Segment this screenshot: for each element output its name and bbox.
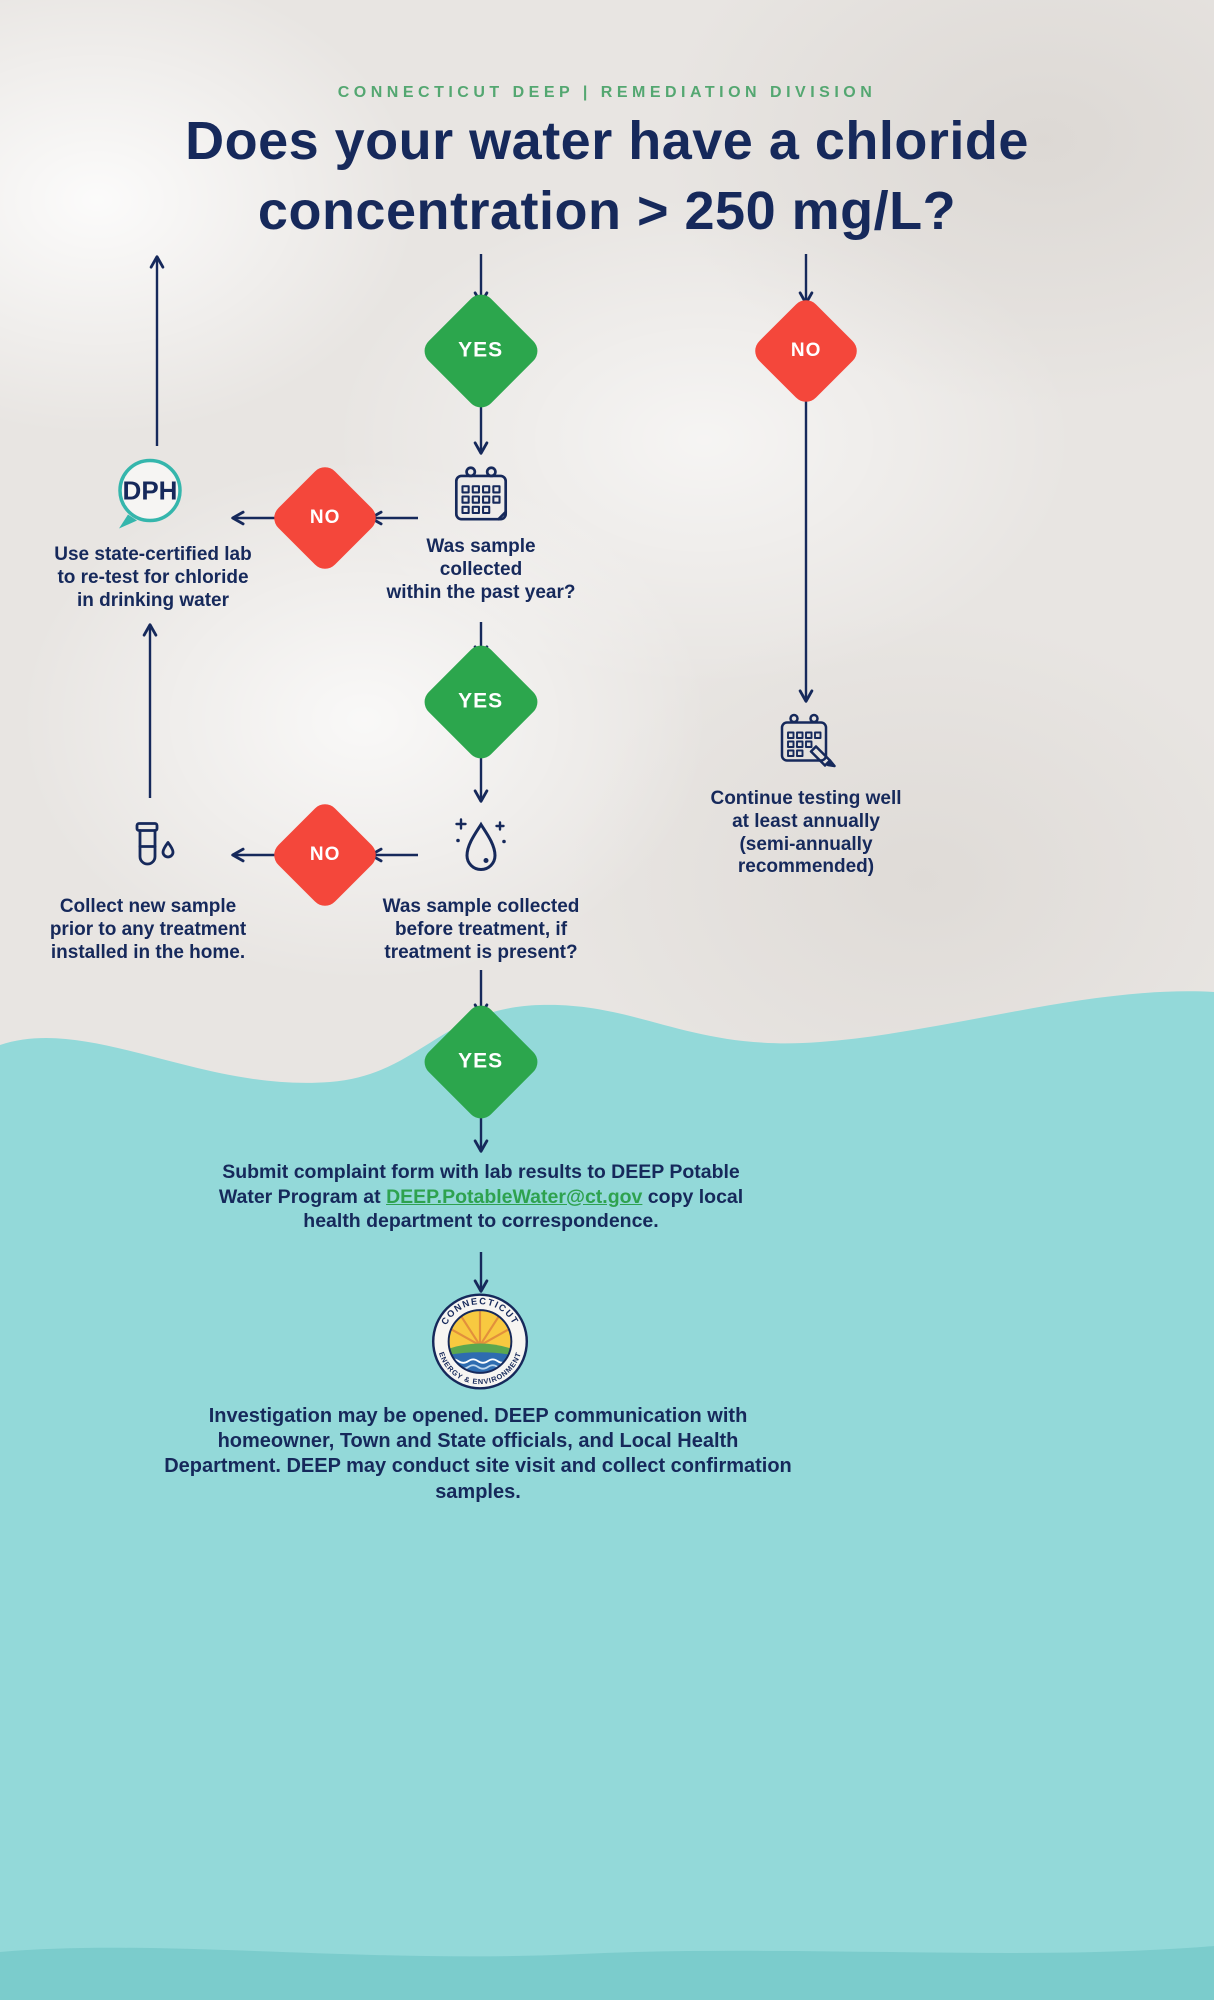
water-drop-icon xyxy=(442,809,520,892)
decision-diamond-no-right: NO xyxy=(749,294,863,408)
no-label: NO xyxy=(309,844,341,865)
question-before-treatment: Was sample collected before treatment, i… xyxy=(382,896,580,963)
collect-new-sample-note: Collect new sample prior to any treatmen… xyxy=(49,896,247,963)
decision-diamond-no-2: NO xyxy=(268,798,382,912)
potable-water-email-link[interactable]: DEEP.PotableWater@ct.gov xyxy=(386,1185,643,1208)
calendar-icon xyxy=(445,460,517,537)
decision-diamond-yes-3: YES xyxy=(418,999,544,1125)
no-label: NO xyxy=(309,507,341,528)
investigation-note: Investigation may be opened. DEEP commun… xyxy=(164,1405,792,1503)
decision-diamond-yes-2: YES xyxy=(418,639,544,765)
lab-retest-note: Use state-certified lab to re-test for c… xyxy=(54,544,252,611)
dph-logo-text: DPH xyxy=(123,476,178,506)
no-label: NO xyxy=(790,340,822,361)
yes-label: YES xyxy=(458,1050,504,1073)
calendar-pencil-icon xyxy=(768,705,844,786)
dph-logo: DPH xyxy=(106,451,194,544)
yes-label: YES xyxy=(458,339,504,362)
continue-testing-note: Continue testing well at least annually … xyxy=(710,788,902,878)
decision-diamond-yes-1: YES xyxy=(418,288,544,414)
submit-text-post: copy local health department to correspo… xyxy=(303,1185,744,1233)
yes-label: YES xyxy=(458,690,504,713)
deep-seal-logo: CONNECTICUT ENERGY & ENVIRONMENT xyxy=(431,1293,529,1396)
submit-text-pre: Submit complaint form with lab results t… xyxy=(218,1161,740,1208)
submit-complaint-instruction: Submit complaint form with lab results t… xyxy=(201,1160,761,1234)
test-tube-icon xyxy=(113,816,183,891)
question-past-year: Was sample collected within the past yea… xyxy=(386,536,576,603)
decision-diamond-no-1: NO xyxy=(268,461,382,575)
page-title: Does your water have a chloride concentr… xyxy=(185,111,1029,242)
division-eyebrow: CONNECTICUT DEEP | REMEDIATION DIVISION xyxy=(337,84,877,101)
